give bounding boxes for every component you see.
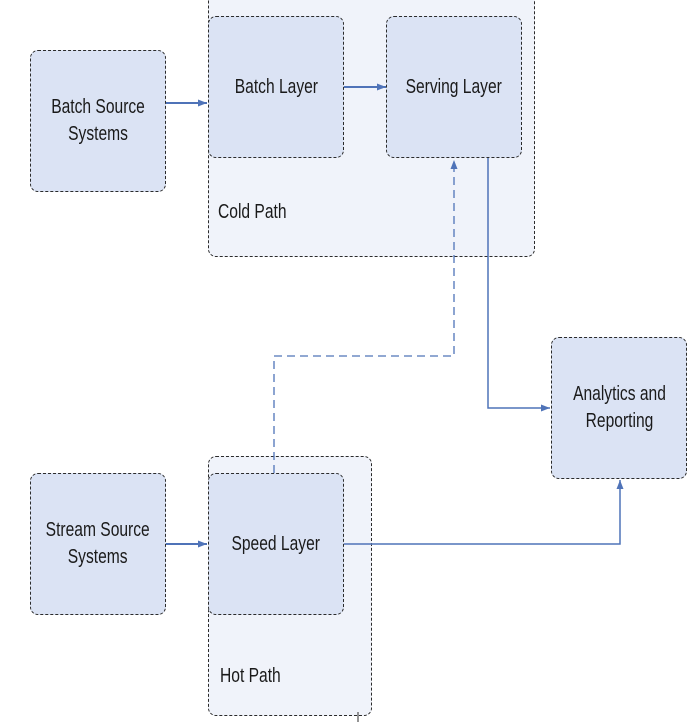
serving-layer-node: Serving Layer: [386, 16, 522, 158]
arrow-serving-layer-to-analytics: [487, 158, 550, 412]
batch-source-systems-label: Batch Source Systems: [51, 96, 145, 145]
arrow-speed-layer-to-serving-layer-dashed: [273, 160, 458, 473]
hot-path-label: Hot Path: [220, 665, 281, 687]
batch-source-systems-node: Batch Source Systems: [30, 50, 166, 192]
batch-layer-label: Batch Layer: [234, 75, 318, 98]
analytics-and-reporting-node: Analytics and Reporting: [551, 337, 687, 479]
analytics-and-reporting-label: Analytics and Reporting: [572, 383, 666, 432]
stream-source-systems-label: Stream Source Systems: [45, 519, 151, 568]
serving-layer-label: Serving Layer: [405, 75, 503, 98]
speed-layer-node: Speed Layer: [208, 473, 344, 615]
speed-layer-label: Speed Layer: [231, 532, 321, 555]
stream-source-systems-node: Stream Source Systems: [30, 473, 166, 615]
cold-path-label: Cold Path: [218, 201, 287, 223]
batch-layer-node: Batch Layer: [208, 16, 344, 158]
arrow-speed-layer-to-analytics: [343, 480, 624, 545]
